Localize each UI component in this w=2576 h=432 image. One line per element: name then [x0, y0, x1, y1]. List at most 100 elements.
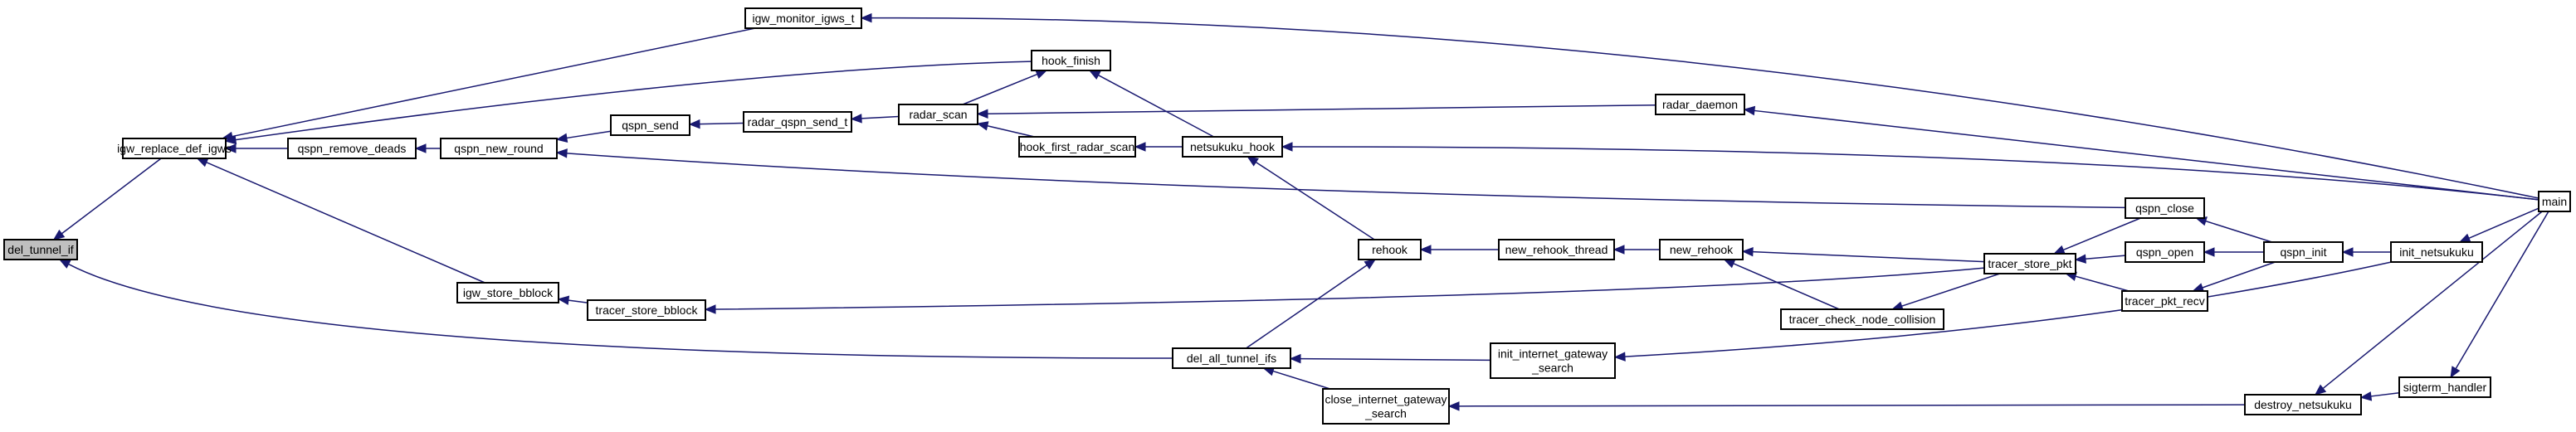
function-node-radar-scan[interactable]: radar_scan: [898, 104, 978, 125]
arrowhead-icon: [704, 304, 716, 314]
arrowhead-icon: [860, 12, 872, 23]
call-edge-qspn_init-to-tracer_pkt_recv: [2202, 261, 2276, 289]
arrowhead-icon: [1613, 352, 1626, 362]
call-edge-netsukuku_hook-to-hook_finish: [1098, 74, 1214, 138]
function-box: [587, 299, 706, 321]
function-box: [1358, 239, 1422, 260]
function-box: [1490, 342, 1616, 379]
function-label: qspn_init: [2280, 245, 2326, 259]
function-node-del-all-tunnel-ifs[interactable]: del_all_tunnel_ifs: [1172, 347, 1291, 369]
call-edge-qspn_close-to-tracer_store_pkt: [2062, 217, 2141, 251]
function-label: qspn_remove_deads: [298, 142, 407, 155]
arrowhead-icon: [1723, 259, 1736, 269]
arrowhead-icon: [555, 133, 568, 143]
call-edge-main-to-init_netsukuku: [2468, 207, 2539, 239]
arrowhead-icon: [1743, 105, 1756, 116]
function-label: sigterm_handler: [2403, 381, 2487, 394]
arrowhead-icon: [2314, 384, 2327, 396]
arrowhead-icon: [1088, 70, 1101, 80]
call-edge-main-to-netsukuku_hook: [1291, 146, 2539, 201]
call-edge-radar_daemon-to-radar_scan: [987, 104, 1656, 114]
function-label: init_netsukuku: [2399, 245, 2474, 259]
function-node-qspn-init[interactable]: qspn_init: [2263, 241, 2344, 263]
function-node-tracer-check-node-collision[interactable]: tracer_check_node_collision: [1780, 308, 1944, 330]
function-node-qspn-new-round[interactable]: qspn_new_round: [440, 138, 558, 159]
function-node-new-rehook[interactable]: new_rehook: [1659, 239, 1744, 260]
function-box: [898, 104, 978, 125]
function-box: [2398, 376, 2491, 398]
function-node-radar-qspn-send-t[interactable]: radar_qspn_send_t: [743, 111, 852, 133]
call-edge-qspn_send-to-qspn_new_round: [566, 130, 612, 139]
function-label: radar_daemon: [1662, 98, 1738, 111]
function-box: [456, 282, 559, 303]
function-node-destroy-netsukuku[interactable]: destroy_netsukuku: [2244, 394, 2362, 415]
function-node-sigterm-handler[interactable]: sigterm_handler: [2398, 376, 2491, 398]
call-edge-rehook-to-netsukuku_hook: [1255, 161, 1375, 240]
function-node-netsukuku-hook[interactable]: netsukuku_hook: [1182, 136, 1283, 158]
call-edge-tracer_check_node_collision-to-new_rehook: [1733, 263, 1840, 310]
arrowhead-icon: [1281, 142, 1293, 152]
call-edge-radar_scan-to-hook_finish: [962, 73, 1038, 105]
function-node-del-tunnel-if[interactable]: del_tunnel_if: [3, 239, 78, 260]
function-label: main: [2542, 195, 2567, 208]
call-edge-close_internet_gateway_search-to-del_all_tunnel_ifs: [1272, 370, 1330, 390]
function-node-igw-replace-def-igws[interactable]: igw_replace_def_igws: [117, 138, 232, 159]
function-label: qspn_new_round: [454, 142, 543, 155]
arrowhead-icon: [2074, 254, 2086, 264]
call-edge-hook_first_radar_scan-to-radar_scan: [987, 125, 1035, 138]
arrowhead-icon: [1447, 401, 1460, 411]
function-label: qspn_send: [622, 119, 679, 132]
arrowhead-icon: [557, 295, 570, 305]
function-node-main[interactable]: main: [2538, 191, 2571, 212]
function-node-qspn-close[interactable]: qspn_close: [2125, 197, 2205, 219]
function-box: [2125, 241, 2205, 263]
function-node-rehook[interactable]: rehook: [1358, 239, 1422, 260]
function-node-radar-daemon[interactable]: radar_daemon: [1655, 94, 1745, 115]
call-edge-igw_monitor_igws_t-to-igw_replace_def_igws: [232, 27, 756, 138]
arrowhead-icon: [1134, 142, 1146, 152]
arrowhead-icon: [850, 114, 862, 124]
function-node-igw-store-bblock[interactable]: igw_store_bblock: [456, 282, 559, 303]
function-box: [1659, 239, 1744, 260]
arrowhead-icon: [555, 148, 568, 158]
call-edge-tracer_store_pkt-to-new_rehook: [1752, 250, 1985, 263]
function-node-tracer-store-pkt[interactable]: tracer_store_pkt: [1983, 253, 2076, 274]
function-box: [2390, 241, 2483, 263]
function-box: [1018, 136, 1136, 158]
function-node-qspn-send[interactable]: qspn_send: [610, 114, 690, 136]
function-box: [2538, 191, 2571, 212]
call-edge-radar_qspn_send_t-to-qspn_send: [699, 122, 744, 125]
function-box: [1983, 253, 2076, 274]
function-node-qspn-open[interactable]: qspn_open: [2125, 241, 2205, 263]
function-label: radar_scan: [909, 108, 967, 121]
function-label: tracer_store_pkt: [1988, 257, 2071, 270]
function-box: [2121, 290, 2208, 312]
function-label: igw_store_bblock: [463, 286, 554, 299]
function-node-init-netsukuku[interactable]: init_netsukuku: [2390, 241, 2483, 263]
function-label: tracer_store_bblock: [596, 303, 699, 317]
arrowhead-icon: [224, 134, 237, 145]
function-node-init-internet-gateway-search[interactable]: init_internet_gateway_search: [1490, 342, 1616, 379]
call-edge-del_all_tunnel_ifs-to-rehook: [1246, 265, 1368, 349]
function-node-tracer-pkt-recv[interactable]: tracer_pkt_recv: [2121, 290, 2208, 312]
function-node-hook-finish[interactable]: hook_finish: [1031, 50, 1111, 71]
function-label: del_all_tunnel_ifs: [1187, 352, 1276, 365]
function-box: [3, 239, 78, 260]
function-node-qspn-remove-deads[interactable]: qspn_remove_deads: [287, 138, 417, 159]
function-label: hook_finish: [1042, 54, 1100, 67]
function-box: [743, 111, 852, 133]
function-node-new-rehook-thread[interactable]: new_rehook_thread: [1498, 239, 1615, 260]
arrowhead-icon: [2203, 247, 2215, 257]
call-edge-tracer_store_pkt-to-tracer_check_node_collision: [1901, 273, 2001, 307]
call-edge-qspn_open-to-tracer_store_pkt: [2085, 255, 2126, 260]
call-edge-igw_replace_def_igws-to-del_tunnel_if: [61, 158, 162, 235]
function-node-igw-monitor-igws-t[interactable]: igw_monitor_igws_t: [744, 7, 862, 29]
call-edge-main-to-igw_monitor_igws_t: [871, 17, 2539, 199]
function-label: init_internet_gateway: [1498, 347, 1608, 361]
function-node-tracer-store-bblock[interactable]: tracer_store_bblock: [587, 299, 706, 321]
function-node-close-internet-gateway-search[interactable]: close_internet_gateway_search: [1322, 388, 1450, 425]
call-edge-hook_finish-to-igw_replace_def_igws: [235, 61, 1032, 141]
function-label: del_tunnel_if: [7, 243, 74, 256]
function-label: tracer_check_node_collision: [1789, 313, 1936, 326]
function-node-hook-first-radar-scan[interactable]: hook_first_radar_scan: [1018, 136, 1136, 158]
